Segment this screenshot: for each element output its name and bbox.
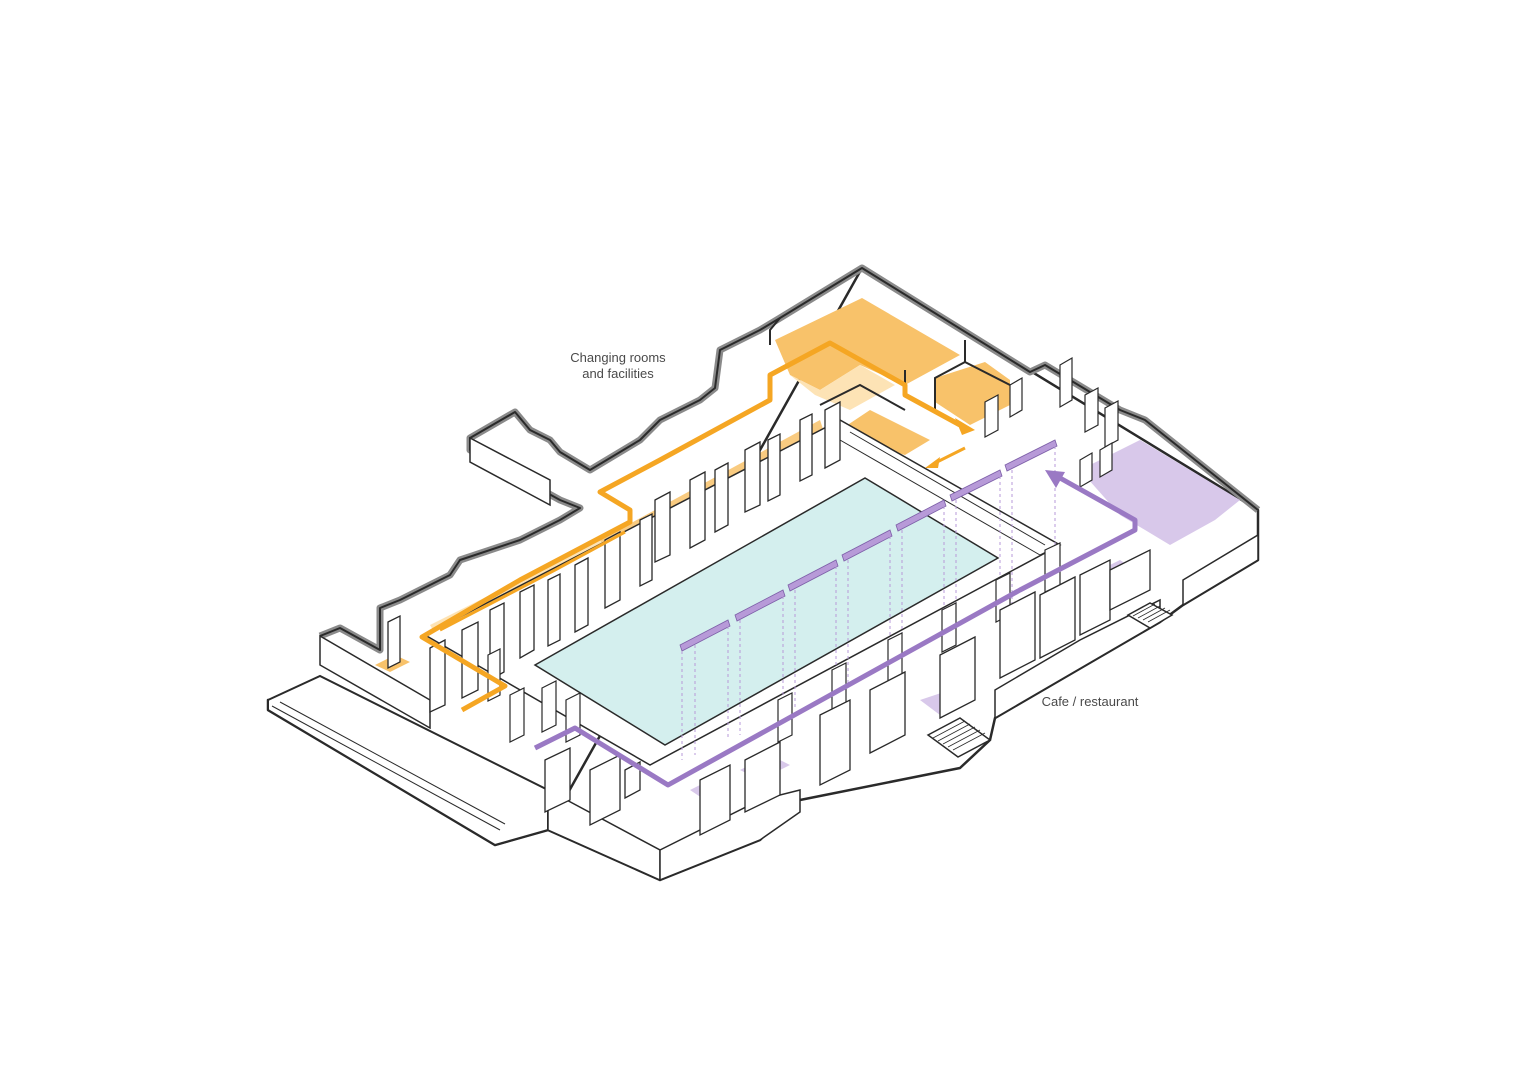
right-wall-face [1182,533,1259,607]
staircase-lower [926,717,992,758]
orange-route [419,340,962,713]
changing-zone-light [790,365,895,410]
purple-route [533,475,1138,788]
staircase-right [1126,602,1174,629]
pool-water [533,477,1000,746]
orange-secondary-arrow [934,446,966,465]
orange-arrow-head [955,418,975,435]
changing-zone-upper [775,298,960,390]
cafe-restaurant-label: Cafe / restaurant [1041,694,1139,709]
changing-zone-lower [840,410,930,455]
left-wall-face [319,634,431,730]
orange-route-parallel [439,530,626,632]
changing-rooms-label: Changing rooms and facilities [548,350,688,382]
changing-rooms-label-line1: Changing rooms [570,350,666,365]
deck-columns [487,356,1119,743]
changing-rooms-label-line2: and facilities [582,366,654,381]
purple-arrow-head [1045,470,1065,488]
rear-left-wall-face [469,436,551,507]
orange-secondary-arrow-head [925,457,940,468]
interior-partitions-left [387,400,841,714]
overhead-bars [679,439,1058,652]
interior-partitions-right [544,548,1151,837]
cafe-zone-main [1080,440,1240,545]
